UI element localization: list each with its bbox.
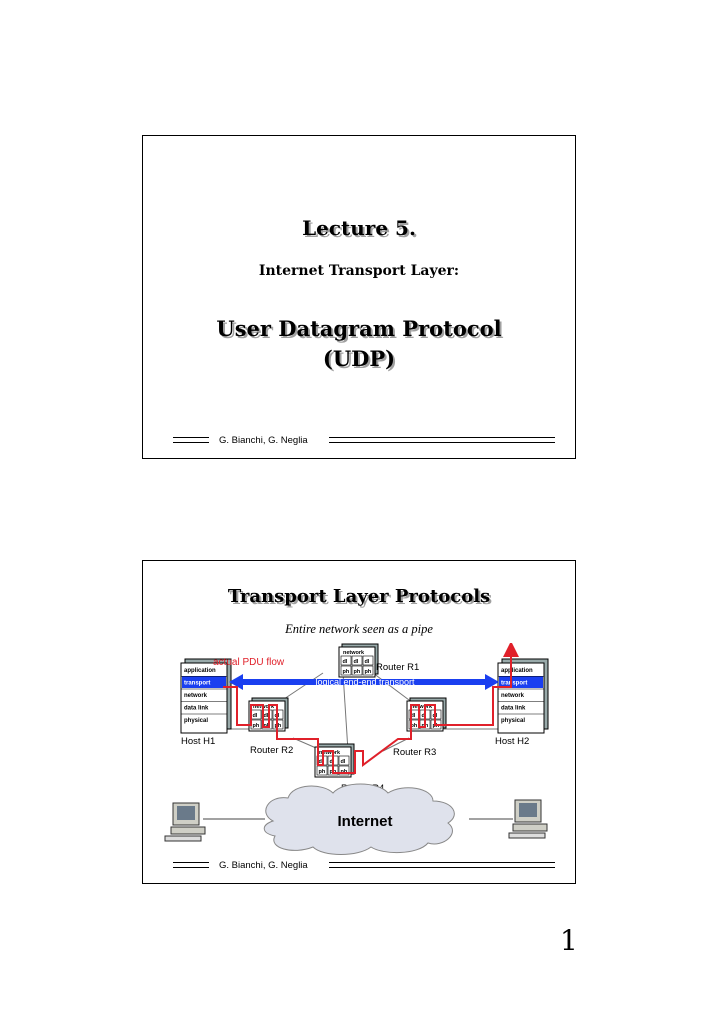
router-r1-cell <box>351 655 363 666</box>
computer-left-icon <box>164 802 206 842</box>
router-r1-cell <box>340 665 352 676</box>
footer-authors: G. Bianchi, G. Neglia <box>219 435 308 446</box>
router-r1-ph-label: ph <box>354 669 361 675</box>
host-h2-layer-physical: physical <box>501 718 525 724</box>
computer-right-icon <box>508 799 548 839</box>
router-r3-dl-label: dl <box>411 713 416 719</box>
router-r2-dl-label: dl <box>253 713 258 719</box>
router-r1-ph-label: ph <box>343 669 350 675</box>
host-h1-layer-transport: transport <box>184 681 210 687</box>
router-r3-ph-label: ph <box>411 723 418 729</box>
logical-transport-label: logical end-end transport <box>315 677 415 687</box>
router-r1-ph-label: ph <box>365 669 372 675</box>
footer-authors: G. Bianchi, G. Neglia <box>219 860 308 871</box>
transport-diagram: application transport network data link phys… <box>164 643 549 855</box>
host-h2-layer-application: application <box>501 668 533 674</box>
router-r2-ph-label: ph <box>253 723 260 729</box>
slide-footer: G. Bianchi, G. Neglia <box>173 434 555 448</box>
pdu-flow-label: actual PDU flow <box>213 657 285 668</box>
host-h1-layer-physical: physical <box>184 718 208 724</box>
router-r2-ph-label: ph <box>275 723 282 729</box>
slide-subtitle: Entire network seen as a pipe <box>285 622 433 636</box>
host-h2-layer-transport: transport <box>501 681 527 687</box>
router-r4-dl-label: dl <box>319 759 324 765</box>
logical-transport-arrow: logical end-end transport <box>229 674 499 690</box>
page-number: 1 <box>560 924 578 957</box>
host-h2-layer-data-link: data link <box>501 706 526 712</box>
pdu-flow-path <box>223 643 519 774</box>
slide-2: Transport Layer Protocols Entire network… <box>142 560 576 884</box>
router-r1-cell <box>340 655 352 666</box>
router-r1-dl-label: dl <box>365 659 370 665</box>
router-r1-cell <box>351 665 363 676</box>
router-r4-cell <box>338 755 350 766</box>
router-r1-dl-label: dl <box>354 659 359 665</box>
host-h2-stack: application transport network data link phys… <box>497 658 549 734</box>
router-r3-network-label: network <box>411 704 433 710</box>
router-r2-dl-label: dl <box>264 713 269 719</box>
host-h1-stack: application transport network data link phys… <box>180 658 232 734</box>
footer-rule-left <box>173 862 209 868</box>
host-h1-layer-data-link: data link <box>184 706 209 712</box>
slide-footer: G. Bianchi, G. Neglia <box>173 859 555 873</box>
router-r1-network-label: network <box>343 650 365 656</box>
slide-1: Lecture 5. Internet Transport Layer: Use… <box>142 135 576 459</box>
footer-rule-right <box>329 437 555 443</box>
lecture-subtitle: Internet Transport Layer: <box>258 263 460 279</box>
router-r2-label: Router R2 <box>250 745 293 756</box>
host-h1-layer-application: application <box>184 668 216 674</box>
router-r1-cell <box>362 665 374 676</box>
router-r1-cell <box>362 655 374 666</box>
host-h2-label: Host H2 <box>495 736 529 747</box>
router-r1-label: Router R1 <box>376 662 419 673</box>
footer-rule-left <box>173 437 209 443</box>
host-h1-label: Host H1 <box>181 736 215 747</box>
router-r4-ph-label: ph <box>319 769 326 775</box>
host-h2-layer-network: network <box>501 693 525 699</box>
internet-label: Internet <box>337 813 392 830</box>
host-h1-layer-network: network <box>184 693 208 699</box>
router-r4-dl-label: dl <box>341 759 346 765</box>
internet-cloud: Internet <box>263 783 455 855</box>
router-r1-dl-label: dl <box>343 659 348 665</box>
slide-title: Transport Layer Protocols <box>227 586 491 607</box>
router-r2-network-label: network <box>253 704 275 710</box>
footer-rule-right <box>329 862 555 868</box>
router-r3-label: Router R3 <box>393 747 436 758</box>
router-r4-network-label: network <box>319 750 341 756</box>
lecture-title: Lecture 5. <box>302 216 416 240</box>
router-r4-cell <box>338 765 350 776</box>
lecture-heading-line2: (UDP) <box>322 346 396 371</box>
lecture-heading-line1: User Datagram Protocol <box>216 316 502 341</box>
